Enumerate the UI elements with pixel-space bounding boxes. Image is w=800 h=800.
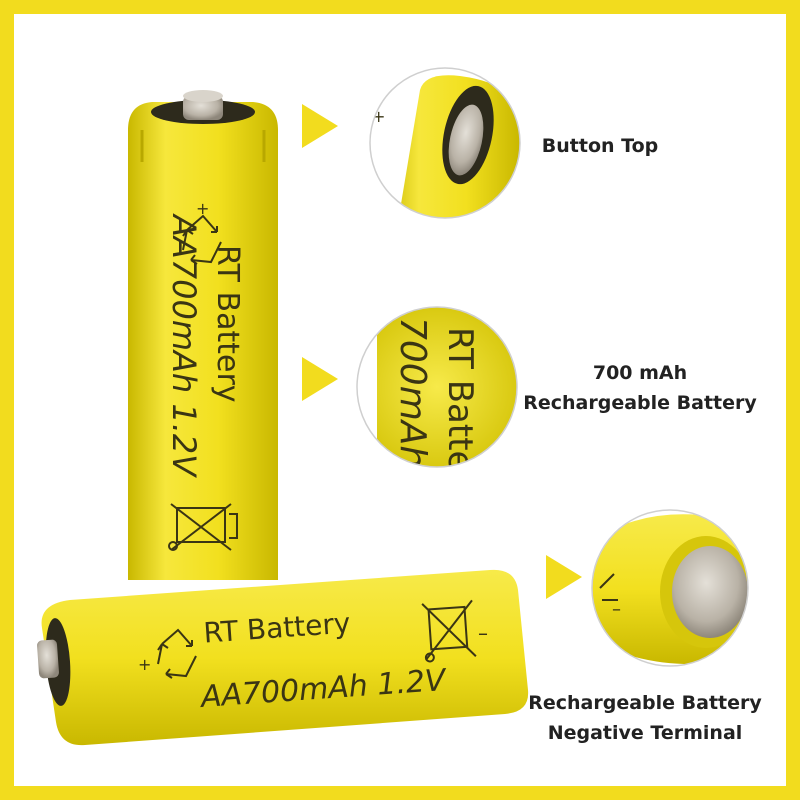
- horizontal-battery: RT Battery AA700mAh 1.2V + –: [37, 569, 529, 746]
- vertical-spec-text: AA700mAh 1.2V: [165, 213, 203, 478]
- recycle-icon: [182, 214, 222, 265]
- arrow-bottom: [546, 555, 582, 599]
- callout-middle-line1: 700 mAh: [592, 362, 688, 384]
- zoom-label: 700mAh RT Battery 1.2: [356, 306, 518, 540]
- button-top-terminal: [183, 96, 223, 120]
- callout-top-label: Button Top: [541, 135, 659, 157]
- arrow-middle: [302, 357, 338, 401]
- vertical-brand-text: RT Battery: [210, 245, 245, 403]
- zoom-button-top: +: [369, 67, 521, 219]
- negative-terminal-disc: [672, 546, 748, 638]
- crossed-bin-icon: [168, 503, 238, 551]
- vertical-battery: RT Battery AA700mAh 1.2V +: [128, 90, 278, 580]
- plus-sign: +: [196, 199, 209, 218]
- callout-middle: 700 mAh Rechargeable Battery: [500, 358, 780, 418]
- svg-text:+: +: [372, 107, 385, 126]
- horizontal-plus-sign: +: [138, 655, 151, 674]
- callout-top: Button Top: [500, 131, 700, 161]
- horizontal-crossed-bin-icon: [421, 599, 477, 663]
- zoom-negative-terminal: –: [591, 509, 749, 667]
- zoom-brand-text: RT Battery: [440, 327, 480, 506]
- callout-bottom-line1: Rechargeable Battery: [528, 692, 762, 714]
- zoom-spec-text: 700mAh: [392, 317, 433, 468]
- svg-text:–: –: [612, 599, 621, 620]
- callout-middle-line2: Rechargeable Battery: [523, 392, 757, 414]
- arrow-top: [302, 104, 338, 148]
- callout-bottom: Rechargeable Battery Negative Terminal: [520, 688, 770, 748]
- horizontal-button-terminal: [37, 639, 59, 679]
- svg-text:1.2: 1.2: [392, 483, 433, 540]
- minus-sign: –: [478, 621, 488, 645]
- callout-bottom-line2: Negative Terminal: [547, 722, 743, 744]
- horizontal-recycle-icon: [157, 628, 197, 679]
